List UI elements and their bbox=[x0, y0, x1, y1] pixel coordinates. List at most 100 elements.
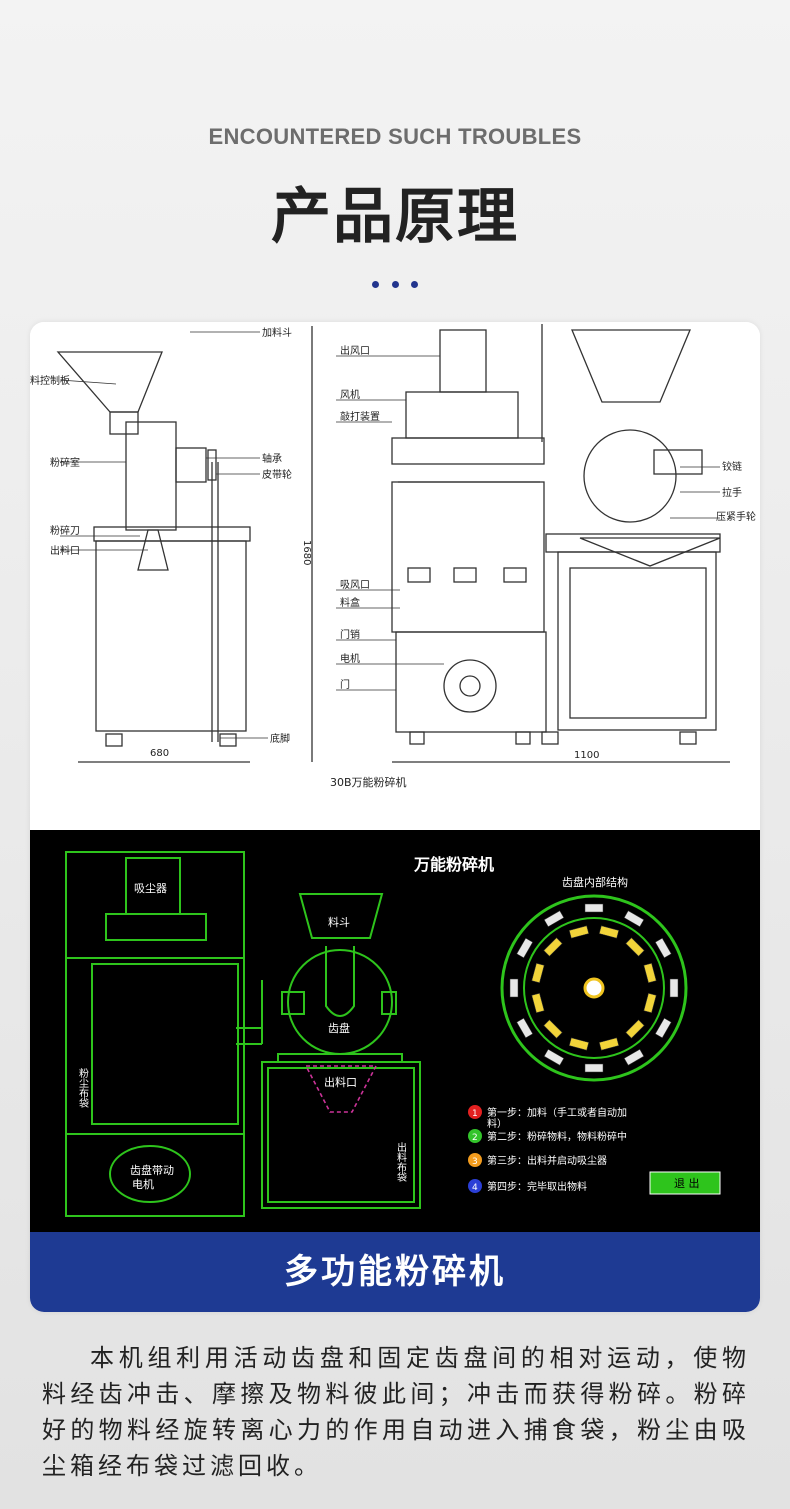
gear-tooth bbox=[598, 1037, 620, 1051]
label-left-2: 粉碎室 bbox=[50, 456, 80, 469]
step-3-number: 3 bbox=[472, 1157, 478, 1167]
label-motor-2: 电机 bbox=[132, 1177, 154, 1191]
label-left-3: 粉碎刀 bbox=[50, 524, 80, 537]
label-hopper: 加料斗 bbox=[262, 326, 292, 339]
left-table-top bbox=[93, 526, 251, 542]
center-motor bbox=[443, 659, 497, 713]
left-feed-neck bbox=[109, 411, 139, 435]
center-cabinet bbox=[395, 631, 547, 733]
step-2-badge bbox=[468, 1129, 482, 1143]
gear-tooth bbox=[516, 1017, 534, 1039]
label-outlet: 出料口 bbox=[324, 1075, 357, 1089]
control-panel: 吸尘器 料斗 齿盘 出料口 齿盘带动 电机 粉尘布袋 出料布袋 万能粉碎机 齿盘… bbox=[30, 830, 760, 1232]
exit-button-label[interactable]: 退 出 bbox=[674, 1176, 700, 1190]
gear-tooth bbox=[509, 978, 519, 998]
gear-tooth bbox=[669, 978, 679, 998]
eyebrow-text: ENCOUNTERED SUCH TROUBLES bbox=[208, 124, 582, 149]
gear-tooth bbox=[623, 910, 645, 928]
gear-tooth bbox=[598, 925, 620, 939]
gear-tooth bbox=[654, 1017, 672, 1039]
label-out-bag: 出料布袋 bbox=[395, 1141, 407, 1182]
label-right-1: 铰链 bbox=[722, 460, 742, 473]
gear-tooth bbox=[584, 1063, 604, 1073]
label-center-7: 电机 bbox=[340, 652, 360, 665]
label-dust-collector: 吸尘器 bbox=[134, 882, 167, 895]
step-1-number: 1 bbox=[472, 1109, 478, 1119]
gear-structure-title: 齿盘内部结构 bbox=[562, 875, 628, 889]
gear-tooth bbox=[568, 1037, 590, 1051]
dot bbox=[372, 281, 379, 288]
gear-tooth bbox=[625, 937, 645, 957]
label-pulley: 皮带轮 bbox=[262, 468, 292, 481]
label-center-2: 风机 bbox=[340, 388, 360, 401]
gear-tooth bbox=[568, 925, 590, 939]
center-beater bbox=[391, 437, 545, 465]
right-crush-chamber bbox=[583, 429, 677, 523]
gear-tooth bbox=[531, 992, 545, 1014]
label-hopper-panel: 料斗 bbox=[328, 915, 350, 929]
left-outlet bbox=[137, 529, 169, 571]
right-hopper bbox=[571, 329, 691, 403]
label-foot: 底脚 bbox=[270, 732, 290, 745]
label-dust-bag: 粉尘布袋 bbox=[77, 1067, 89, 1108]
principle-card: 加料斗 料控制板 粉碎室 粉碎刀 出料口 轴承 皮带轮 底脚 出风口 风机 敲打… bbox=[30, 322, 760, 1312]
dim-left-width: 680 bbox=[150, 748, 169, 759]
step-1-badge bbox=[468, 1105, 482, 1119]
center-fan-motor bbox=[439, 329, 487, 393]
step-4-text: 第四步：完毕取出物料 bbox=[487, 1180, 587, 1193]
step-2-text: 第二步：粉碎物料，物料粉碎中 bbox=[487, 1130, 627, 1143]
step-3-text: 第三步：出料并启动吸尘器 bbox=[487, 1154, 607, 1167]
panel-title: 万能粉碎机 bbox=[413, 855, 494, 874]
technical-drawing: 加料斗 料控制板 粉碎室 粉碎刀 出料口 轴承 皮带轮 底脚 出风口 风机 敲打… bbox=[30, 322, 760, 830]
outlet-chute bbox=[304, 1065, 378, 1113]
dot bbox=[411, 281, 418, 288]
motor-ellipse bbox=[109, 1145, 191, 1203]
label-bearing: 轴承 bbox=[262, 452, 282, 465]
left-cabinet bbox=[95, 540, 247, 732]
label-right-3: 压紧手轮 bbox=[716, 510, 756, 523]
gear-tooth bbox=[643, 962, 657, 984]
hopper-shape bbox=[298, 893, 384, 939]
gear-diagram bbox=[500, 894, 688, 1082]
step-4-badge bbox=[468, 1179, 482, 1193]
gear-tooth bbox=[643, 992, 657, 1014]
step-1-text: 第一步：加料（手工或者自动加 bbox=[487, 1106, 627, 1119]
description-text: 本机组利用活动齿盘和固定齿盘间的相对运动，使物料经齿冲击、摩擦及物料彼此间；冲击… bbox=[42, 1344, 750, 1480]
left-bearing bbox=[175, 447, 207, 483]
label-center-3: 敲打装置 bbox=[340, 410, 380, 423]
label-left-4: 出料口 bbox=[50, 544, 80, 557]
gear-tooth bbox=[584, 903, 604, 913]
gear-tooth bbox=[543, 937, 563, 957]
dot bbox=[391, 281, 399, 288]
left-hopper-shape bbox=[56, 351, 163, 413]
gear-tooth bbox=[543, 1019, 563, 1039]
step-3-badge bbox=[468, 1153, 482, 1167]
label-center-4: 吸风口 bbox=[340, 579, 370, 591]
label-center-6: 门销 bbox=[340, 628, 360, 641]
label-center-1: 出风口 bbox=[340, 344, 370, 357]
label-left-1: 料控制板 bbox=[30, 374, 70, 387]
step-1-text-cont: 料） bbox=[487, 1117, 507, 1130]
gear-outer-ring bbox=[500, 894, 688, 1082]
page-title: 产品原理 bbox=[271, 182, 519, 252]
center-fan bbox=[405, 391, 519, 439]
label-center-8: 门 bbox=[340, 678, 350, 691]
outlet-cabinet bbox=[261, 1061, 421, 1209]
label-right-2: 拉手 bbox=[722, 486, 742, 499]
label-motor-1: 齿盘带动 bbox=[130, 1163, 174, 1177]
title-dots bbox=[372, 281, 418, 288]
gear-tooth bbox=[654, 937, 672, 959]
product-banner: 多功能粉碎机 bbox=[30, 1232, 760, 1312]
exit-button[interactable] bbox=[649, 1171, 721, 1195]
label-gear-disc: 齿盘 bbox=[328, 1021, 350, 1035]
gear-center bbox=[583, 977, 605, 999]
gear-tooth bbox=[543, 1048, 565, 1066]
step-4-number: 4 bbox=[472, 1183, 478, 1193]
dim-right-width: 1100 bbox=[574, 750, 599, 761]
dust-cabinet-frame bbox=[65, 851, 245, 1217]
label-center-5: 料盒 bbox=[340, 596, 360, 609]
gear-tooth bbox=[531, 962, 545, 984]
gear-tooth bbox=[543, 910, 565, 928]
center-chamber bbox=[391, 481, 545, 633]
